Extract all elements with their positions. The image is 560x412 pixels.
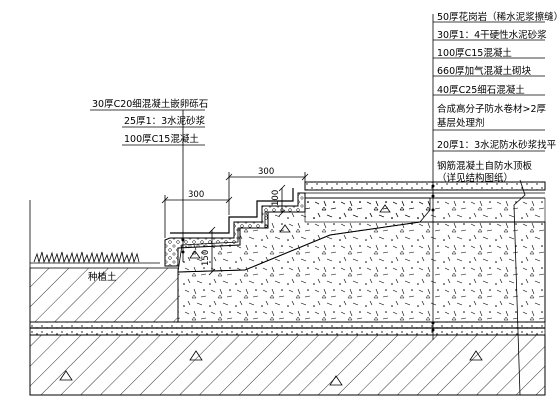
left-labels: 30厚C20细混凝土嵌卵砾石 25厚1：3水泥砂浆 100厚C15混凝土 xyxy=(92,98,208,145)
label-cement-mortar: 25厚1：3水泥砂浆 xyxy=(124,115,206,127)
label-structure-note: （详见结构图纸） xyxy=(437,172,513,184)
label-dry-mortar: 30厚1：4干硬性水泥砂浆 xyxy=(437,29,547,41)
rc-roof-slab xyxy=(29,334,546,396)
granite-paving xyxy=(304,181,546,223)
label-granite: 50厚花岗岩（稀水泥浆擦缝） xyxy=(437,11,560,23)
dim-riser-upper: 100 xyxy=(271,190,281,206)
dim-tread-lower: 300 xyxy=(188,190,204,200)
break-line xyxy=(29,179,526,396)
dim-tread-upper: 300 xyxy=(258,167,274,177)
label-step-concrete: 100厚C15混凝土 xyxy=(124,133,199,145)
label-membrane: 合成高分子防水卷材>2厚 xyxy=(437,103,547,115)
label-primer: 基层处理剂 xyxy=(437,117,485,129)
waterproof-layers xyxy=(29,321,546,336)
dimension-texts: 300 300 100 150 xyxy=(188,167,281,266)
label-aerated-block: 660厚加气混凝土砌块 xyxy=(437,65,532,77)
dimension-lines xyxy=(161,172,309,276)
aerated-block-fill xyxy=(177,221,546,323)
label-c15-concrete: 100厚C15混凝土 xyxy=(437,47,512,59)
label-rc-slab: 钢筋混凝土自防水顶板 xyxy=(437,160,533,172)
leader-lines xyxy=(90,14,545,340)
label-waterproof-mortar: 20厚1：3水泥防水砂浆找平 xyxy=(437,139,557,151)
right-labels: 50厚花岗岩（稀水泥浆擦缝） 30厚1：4干硬性水泥砂浆 100厚C15混凝土 … xyxy=(437,11,560,184)
dim-riser-lower: 150 xyxy=(201,250,211,266)
label-planting-soil: 种植土 xyxy=(88,271,117,283)
label-c25-concrete: 40厚C25细石混凝土 xyxy=(437,84,525,96)
planting-soil xyxy=(29,251,179,323)
label-pebble-concrete: 30厚C20细混凝土嵌卵砾石 xyxy=(92,98,208,110)
